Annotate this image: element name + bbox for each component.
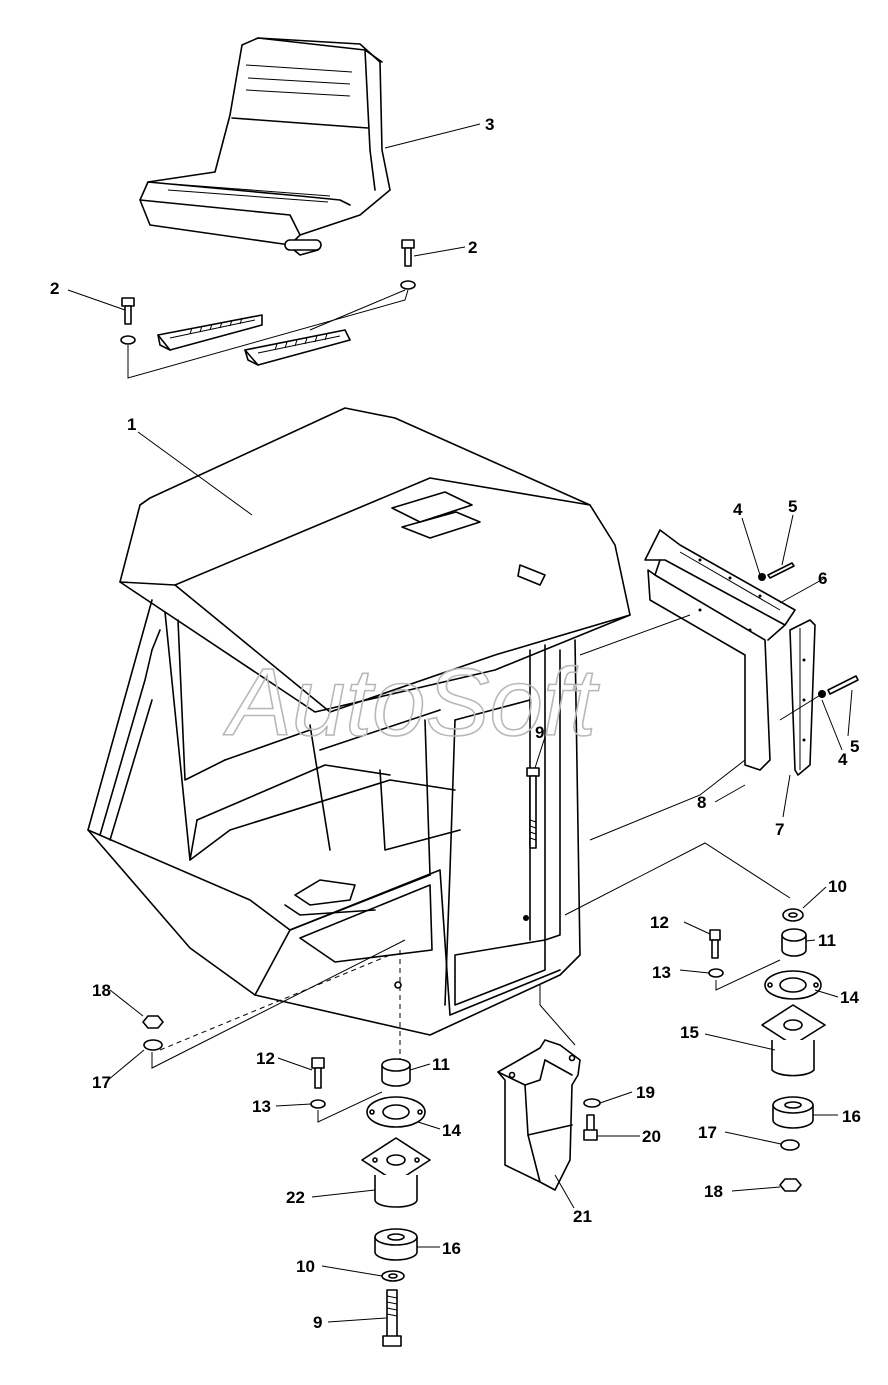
callout-5-lower: 5	[850, 737, 859, 756]
callout-10-right: 10	[828, 877, 847, 896]
seat-rail-right	[244, 329, 351, 366]
right-bolt-12	[709, 929, 721, 959]
callout-11-right: 11	[818, 931, 836, 950]
callout-9-upper: 9	[535, 723, 544, 742]
callout-9-lower: 9	[313, 1313, 322, 1332]
center-lockwasher-13	[310, 1099, 326, 1109]
callout-17-left: 17	[92, 1073, 111, 1092]
callout-3: 3	[485, 115, 494, 134]
callout-13-right: 13	[652, 963, 671, 982]
cab	[87, 407, 631, 1036]
callout-14-right: 14	[840, 988, 859, 1007]
watermark: AutoSoft	[223, 649, 600, 756]
center-bolt-12	[311, 1057, 325, 1089]
callout-14-center: 14	[442, 1121, 461, 1140]
seal-profile-upper	[644, 529, 796, 771]
seat-bolt-right	[400, 239, 416, 290]
callout-11-center: 11	[432, 1055, 450, 1074]
center-cushion-16	[374, 1228, 418, 1261]
center-washer-10	[381, 1270, 405, 1282]
callout-21: 21	[573, 1207, 592, 1226]
callout-5-upper: 5	[788, 497, 797, 516]
seal-profile-lower	[789, 619, 816, 776]
callout-12-right: 12	[650, 913, 669, 932]
callout-18-left: 18	[92, 981, 111, 1000]
center-plate-14	[366, 1096, 426, 1128]
callout-6: 6	[818, 569, 827, 588]
callout-15: 15	[680, 1023, 699, 1042]
right-mount-block	[761, 1004, 826, 1077]
center-bushing-11	[381, 1058, 411, 1087]
callout-8: 8	[697, 793, 706, 812]
cab-bolt	[526, 767, 540, 849]
right-lockwasher-13	[708, 968, 724, 978]
callout-17-right: 17	[698, 1123, 717, 1142]
callout-leaders	[67, 123, 853, 1323]
seat-bolt-left	[120, 297, 136, 345]
callout-16-center: 16	[442, 1239, 461, 1258]
callout-2-left: 2	[50, 279, 59, 298]
callout-7: 7	[775, 820, 784, 839]
right-washer-top	[782, 908, 804, 922]
callout-20: 20	[642, 1127, 661, 1146]
callout-12-center: 12	[256, 1049, 275, 1068]
callout-18-right: 18	[704, 1182, 723, 1201]
callout-4-upper: 4	[733, 500, 743, 519]
callout-1: 1	[127, 415, 136, 434]
callout-4-lower: 4	[838, 750, 848, 769]
callout-13-center: 13	[252, 1097, 271, 1116]
bracket-washer-19	[583, 1098, 601, 1108]
center-bolt-9	[382, 1289, 402, 1347]
screw-upper	[758, 562, 795, 581]
seat-rail-left	[157, 314, 263, 351]
callout-2-right: 2	[468, 238, 477, 257]
callout-22: 22	[286, 1188, 305, 1207]
left-washer-17	[143, 1039, 163, 1051]
left-nut-18	[142, 1015, 164, 1029]
callout-10-center: 10	[296, 1257, 315, 1276]
callout-19: 19	[636, 1083, 655, 1102]
callout-16-right: 16	[842, 1107, 861, 1126]
seat	[139, 37, 391, 256]
right-cushion	[772, 1096, 814, 1129]
right-washer-bottom	[780, 1139, 800, 1151]
right-plate	[764, 970, 822, 1000]
callout-labels: 1 2 2 3 4 4 5 5 6 7 8 9 9 10 10 11 11 12…	[50, 115, 861, 1332]
bracket-bolt-20	[583, 1114, 598, 1141]
center-mount-22	[361, 1137, 431, 1208]
right-bushing	[781, 928, 807, 957]
right-nut	[779, 1178, 802, 1192]
bracket-21	[497, 1039, 581, 1191]
